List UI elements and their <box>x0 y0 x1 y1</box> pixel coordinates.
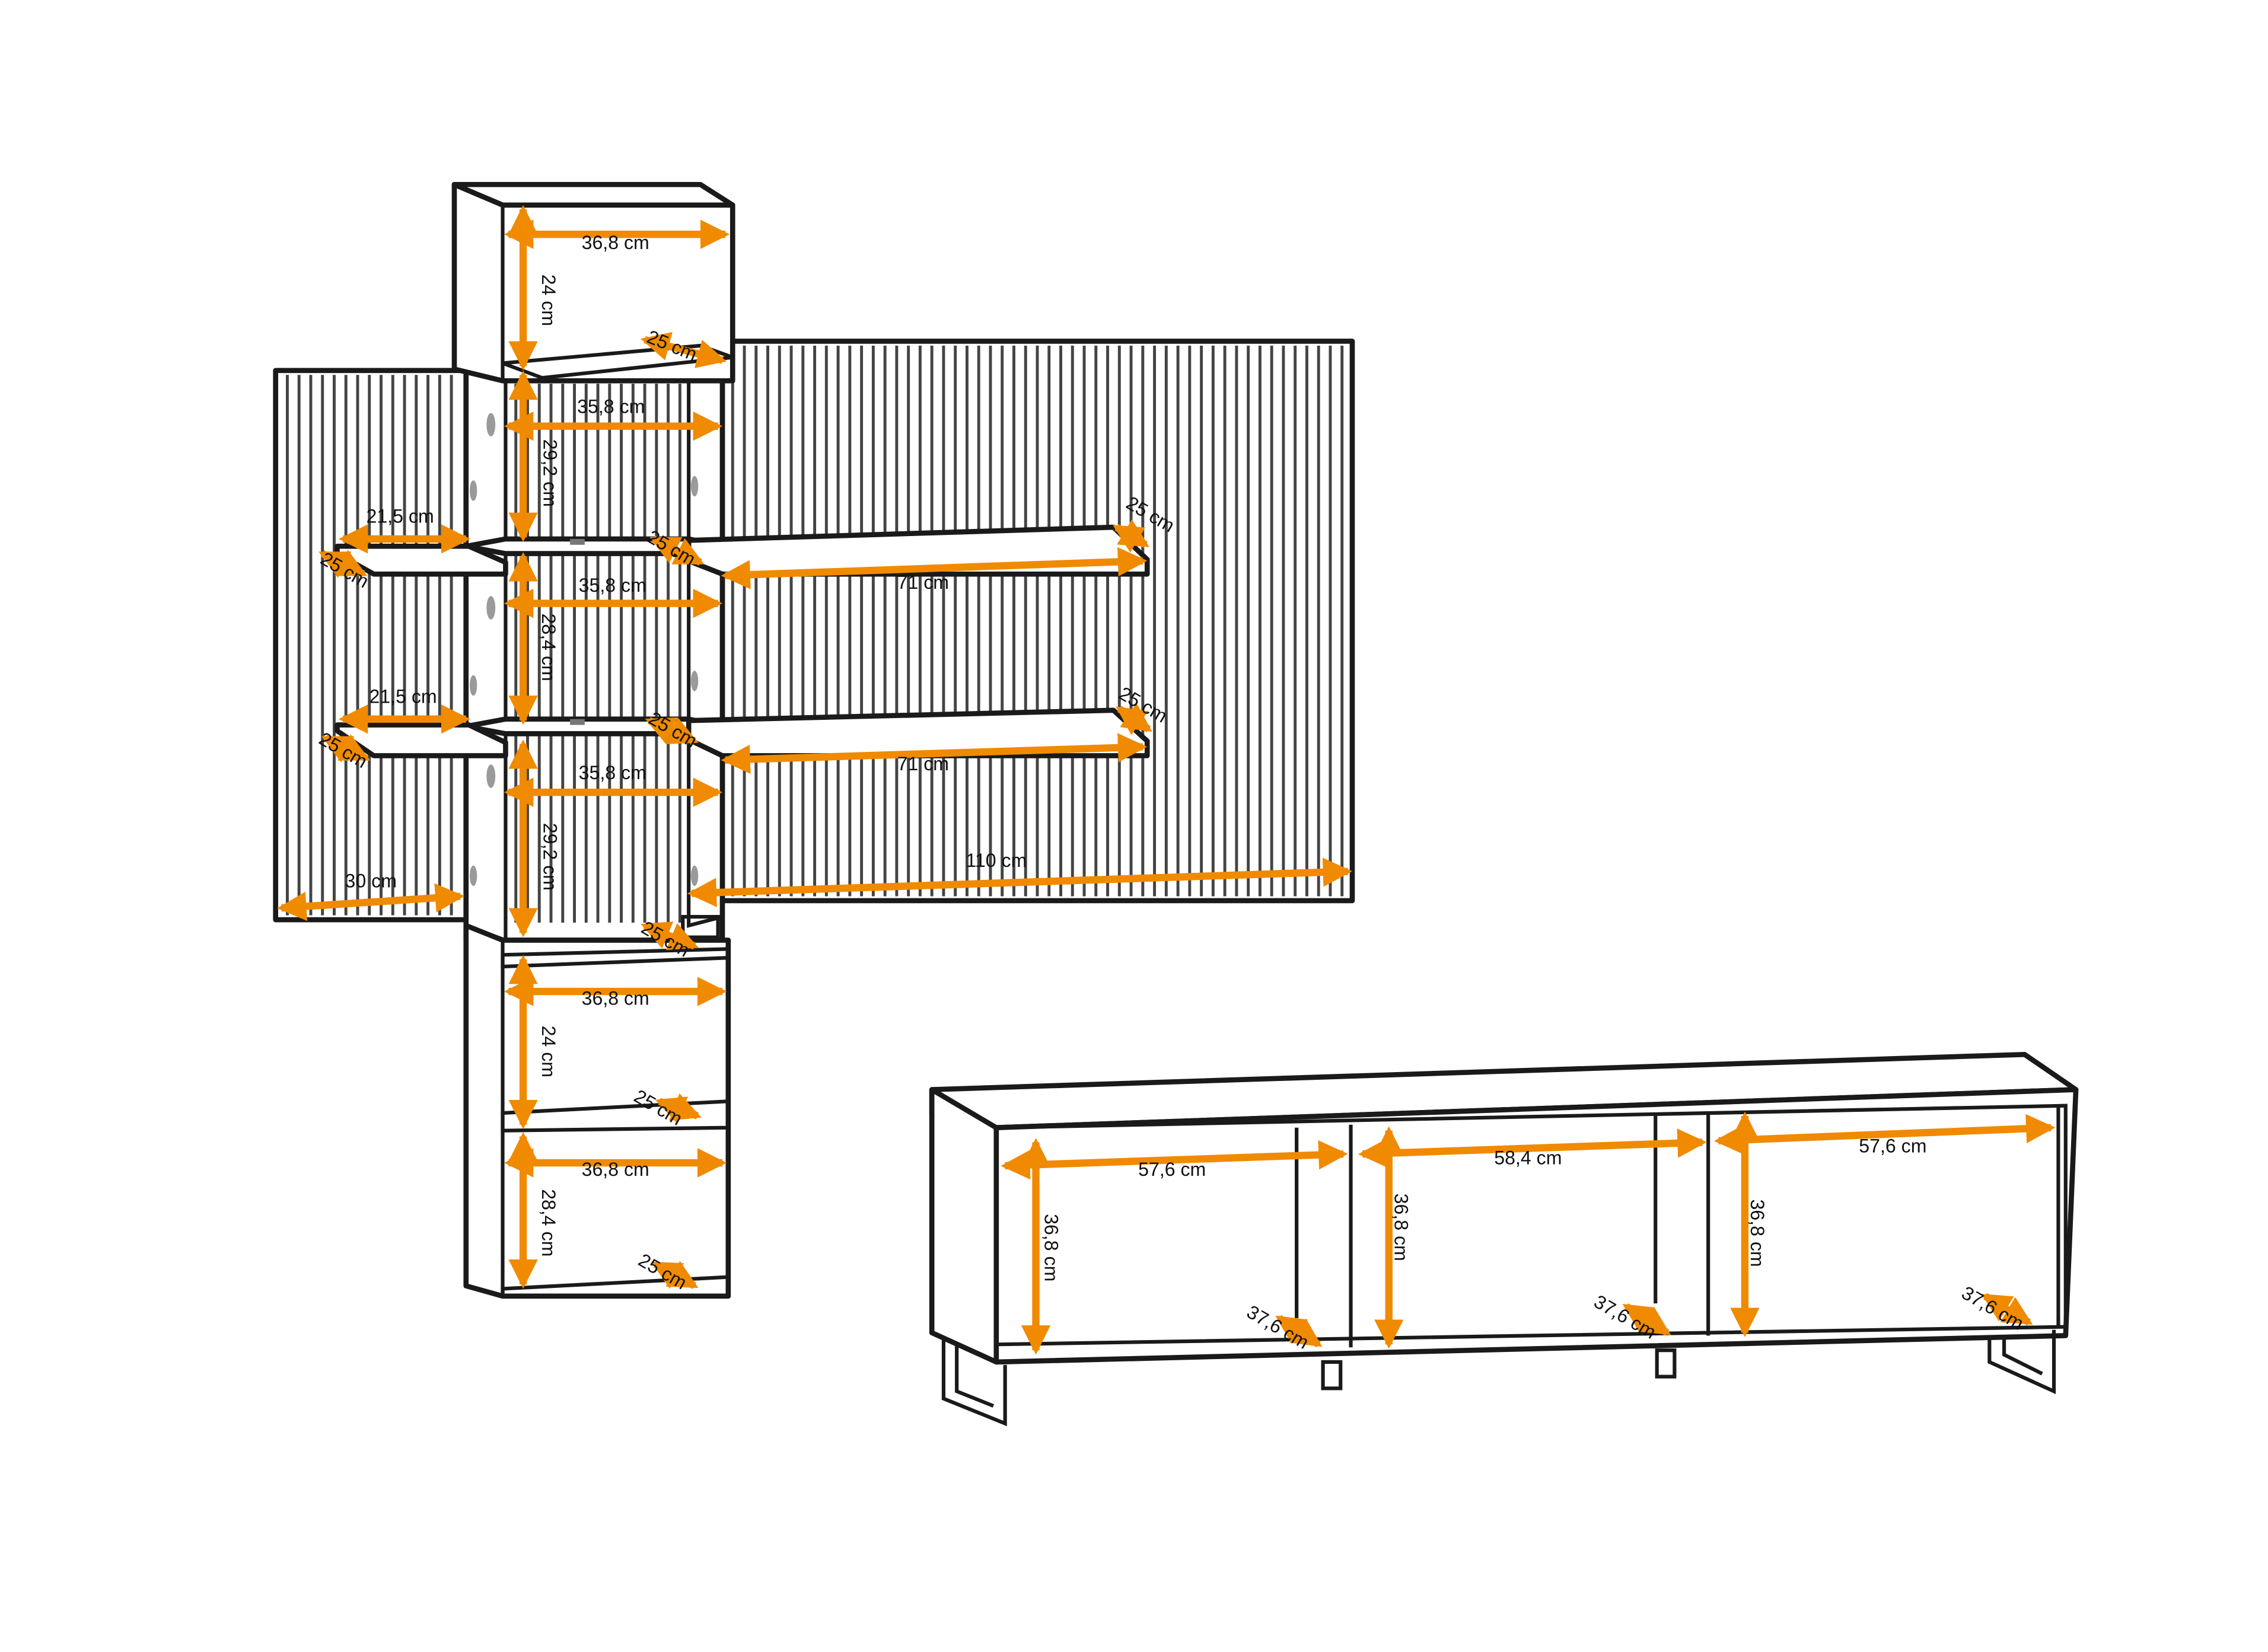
dimension-label-left-shelf2-width: 21,5 cm <box>369 686 437 707</box>
door-handle-icon <box>486 596 496 620</box>
dimension-arrow-right-shelf2-width <box>721 733 1148 774</box>
dimension-label-top-box-height: 24 cm <box>538 275 559 326</box>
dimension-arrow-tv-left-depth <box>1275 1315 1323 1348</box>
dimension-arrow-top-box-depth <box>640 331 727 368</box>
door-handle-icon <box>469 865 477 886</box>
left-leg <box>941 1340 1007 1427</box>
dimension-arrow-cab-shelf1-depth <box>649 535 705 566</box>
dimension-label-cab-upper-width: 35,8 cm <box>577 396 645 417</box>
dimension-arrow-cab-shelf2-depth <box>645 717 699 745</box>
tv-stand <box>929 1051 2079 1427</box>
dimension-label-cab-lower-width: 35,8 cm <box>579 762 646 783</box>
dimension-arrow-tv-left-width <box>1001 1140 1348 1180</box>
dimension-label-cab-mid-height: 28,4 cm <box>538 614 559 681</box>
dimension-label-right-bottom-width: 110 cm <box>966 850 1027 871</box>
dimension-label-tv-left-height: 36,8 cm <box>1040 1214 1062 1281</box>
dimension-arrow-cab-bottom-depth <box>641 921 699 951</box>
left-panel-slats <box>285 375 453 916</box>
dimension-arrow-right-shelf1-depth <box>1113 519 1150 553</box>
dimension-arrow-tv-middle-depth <box>1622 1303 1671 1336</box>
dimension-arrow-right-shelf2-depth <box>1116 703 1152 735</box>
dimension-arrow-left-shelf1-depth <box>318 550 368 578</box>
door-handle-icon <box>690 865 699 886</box>
dimension-label-tv-left-width: 57,6 cm <box>1138 1159 1206 1180</box>
dimension-label-tv-middle-width: 58,4 cm <box>1494 1147 1562 1168</box>
door-handle-icon <box>690 671 699 691</box>
dimension-arrow-left-shelf2-depth <box>321 734 371 763</box>
dimension-label-lower-box1-width: 36,8 cm <box>582 987 649 1009</box>
dimension-label-lower-box2-height: 28,4 cm <box>538 1189 559 1256</box>
dimension-label-right-shelf1-width: 71 cm <box>897 572 949 593</box>
hinge-icon <box>570 538 585 545</box>
dimension-arrow-lower-box2-depth <box>651 1261 699 1289</box>
dimension-arrow-tv-middle-width <box>1358 1128 1707 1168</box>
dimension-label-left-shelf1-width: 21,5 cm <box>367 506 434 527</box>
door-handle-icon <box>486 413 496 437</box>
dimension-arrow-tv-right-depth <box>1981 1293 2033 1326</box>
dimension-label-left-bottom-width: 30 cm <box>345 870 397 892</box>
dimension-label-lower-box2-width: 36,8 cm <box>582 1159 649 1180</box>
door-handle-icon <box>469 480 477 501</box>
right-leg <box>1987 1329 2056 1395</box>
dimension-arrow-lower-box1-depth <box>655 1093 702 1124</box>
left-slat-panel <box>273 368 469 923</box>
dimension-label-cab-lower-height: 29,2 cm <box>540 823 561 891</box>
center-foot <box>1321 1360 1343 1391</box>
center-foot <box>1655 1348 1677 1379</box>
dimension-label-tv-right-width: 57,6 cm <box>1859 1136 1926 1157</box>
dimension-arrow-right-shelf1-width <box>721 547 1148 589</box>
dimension-arrow-right-bottom-width <box>687 857 1352 907</box>
dimension-label-tv-right-height: 36,8 cm <box>1747 1199 1768 1267</box>
glass-cabinet <box>463 363 725 943</box>
right-panel-slats <box>731 345 1344 897</box>
door-handle-icon <box>469 675 477 696</box>
right-slat-panel <box>719 339 1355 904</box>
dimension-label-tv-middle-height: 36,8 cm <box>1391 1194 1412 1261</box>
dimension-label-cab-mid-width: 35,8 cm <box>579 575 646 596</box>
door-handle-icon <box>690 476 699 497</box>
dimension-label-top-box-width: 36,8 cm <box>582 232 649 253</box>
dimension-label-lower-box1-height: 24 cm <box>538 1026 559 1077</box>
door-handle-icon <box>486 764 496 788</box>
dimension-arrow-left-bottom-width <box>277 883 465 921</box>
dimension-label-right-shelf2-width: 71 cm <box>897 753 949 774</box>
hinge-icon <box>570 719 585 725</box>
dimension-arrow-tv-right-width <box>1714 1114 2056 1155</box>
dimension-label-cab-upper-height: 29,2 cm <box>540 439 561 507</box>
